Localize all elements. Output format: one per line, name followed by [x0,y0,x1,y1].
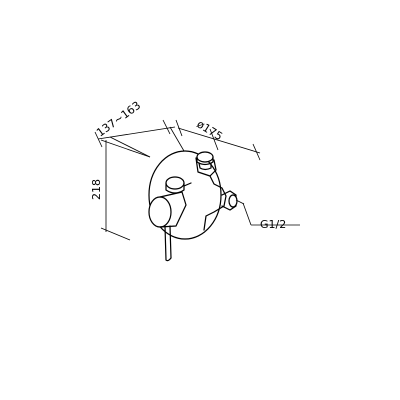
height-label: 218 [90,179,103,200]
handle-cap [165,176,192,194]
mixer-body [148,150,245,262]
height-dimension: 218 [90,139,151,241]
valve-housing [195,157,227,231]
depth-range-dimension: 137~163 [94,99,185,158]
thread-label: G1/2 [260,218,286,231]
extension-line-right [169,126,185,152]
side-inlet-fitting [221,190,245,211]
extension-line-top [209,128,219,151]
mixer-handle [148,191,187,262]
thread-callout: G1/2 [242,202,300,231]
extension-line-left [109,136,151,158]
diameter-label: ø175 [194,118,224,144]
top-inlet-fitting [196,151,214,171]
diameter-dimension: ø175 [175,118,261,161]
wall-plate [148,150,222,240]
